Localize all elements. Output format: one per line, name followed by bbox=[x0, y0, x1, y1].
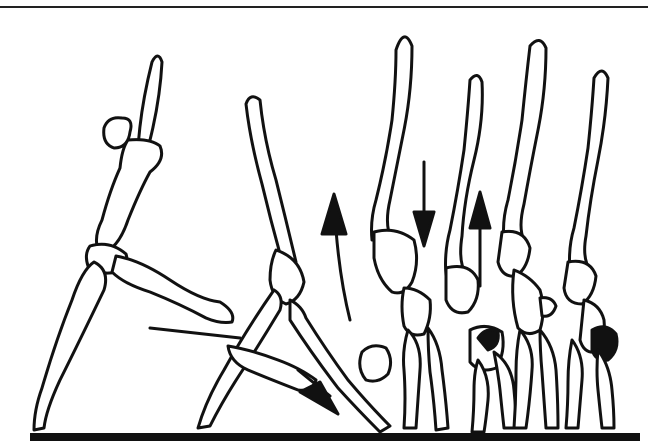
floor-beam bbox=[30, 433, 640, 441]
figure-lunge-reach bbox=[34, 56, 240, 430]
figure-lunge-split bbox=[198, 97, 391, 432]
figure-handstand-4 bbox=[564, 71, 617, 428]
arrow-up-icon bbox=[322, 194, 350, 320]
arrow-down-icon bbox=[414, 162, 434, 246]
